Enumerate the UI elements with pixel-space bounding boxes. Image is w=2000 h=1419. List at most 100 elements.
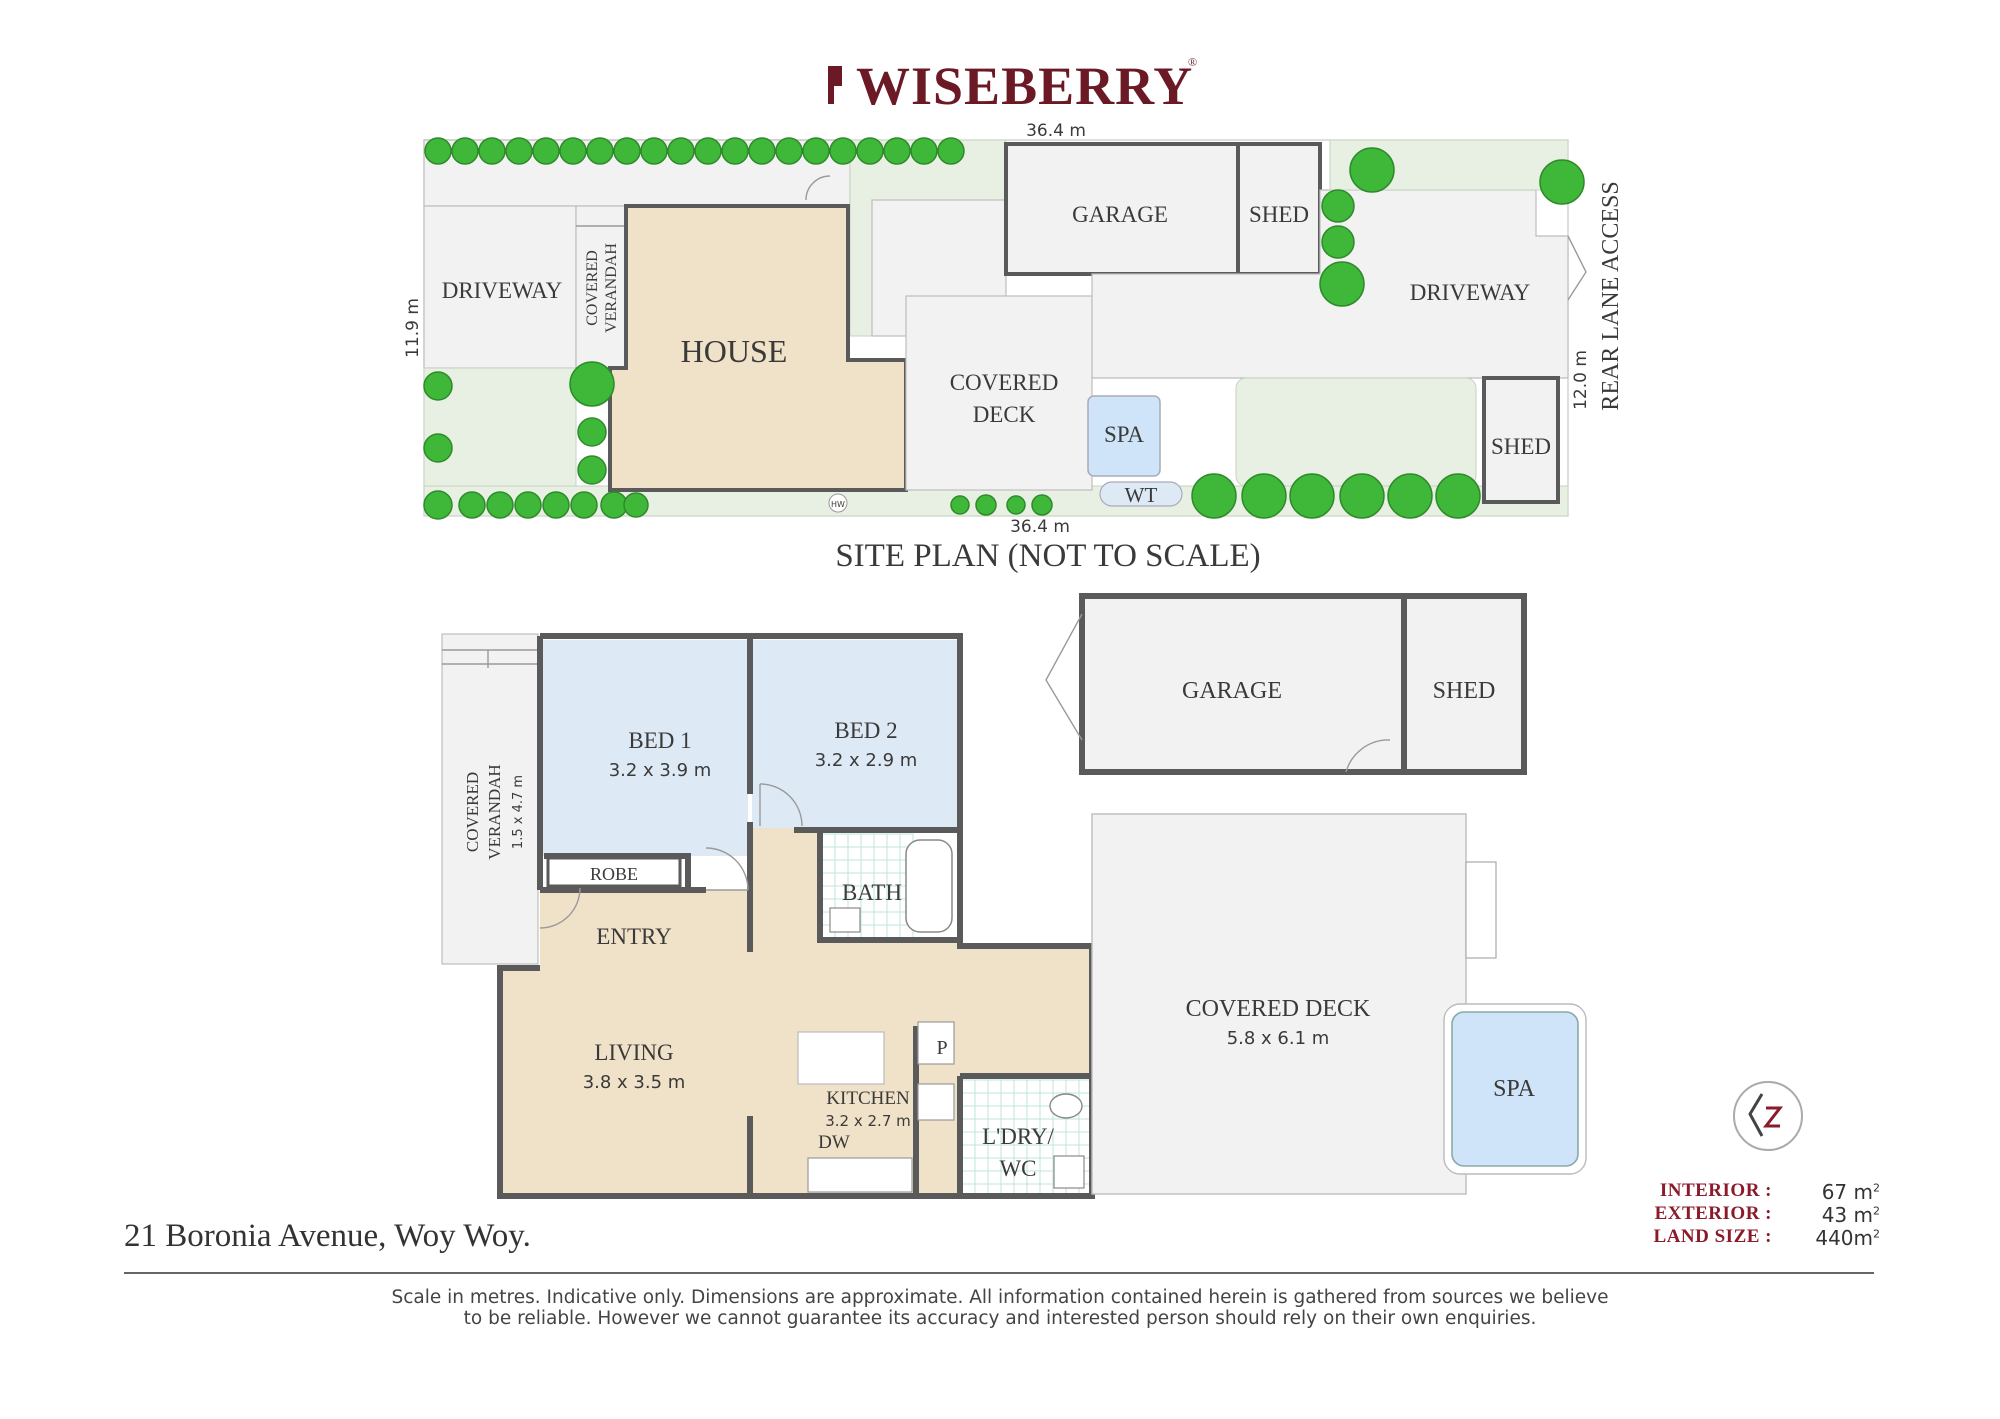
tree-icon [910,137,938,165]
label-hw: HW [831,500,845,509]
shed-rear-site [1482,376,1560,504]
rear-lawn [1235,377,1477,487]
spa-site [1087,395,1161,477]
tree-icon [883,137,911,165]
label-bed2-dims: 3.2 x 2.9 m [815,750,918,771]
water-tank [1099,481,1183,507]
floor-tile [961,1105,976,1120]
floor-tile [1052,1131,1067,1146]
area-value: 67 m2 [1821,1180,1880,1204]
label-living: LIVING [594,1040,673,1065]
floor-tile [886,859,901,874]
tree-icon [532,137,560,165]
floor-tile [821,833,836,848]
shed-room [1401,593,1527,775]
tree-icon [1289,473,1335,519]
floor-tile [860,911,875,926]
label-robe: ROBE [590,864,638,884]
area-label: LAND SIZE : [1653,1226,1772,1247]
tree-icon [1321,189,1355,223]
toilet [1049,1093,1083,1119]
north-compass-icon [1733,1081,1803,1151]
tree-icon [975,494,997,516]
tree-icon [1387,473,1433,519]
bed2-room [752,640,958,828]
tree-icon [1339,473,1385,519]
tree-icon [577,455,607,485]
floor-tile [860,859,875,874]
floor-plan: BED 1 3.2 x 3.9 m BED 2 3.2 x 2.9 m ROBE… [441,593,1587,1199]
floor-tile [961,1170,976,1185]
label-wt: WT [1125,483,1158,507]
verandah-room [441,633,539,965]
label-verandah-1: COVERED [584,250,601,326]
floor-tile [1026,1092,1041,1107]
tree-icon [1241,473,1287,519]
pantry [917,1021,955,1065]
area-row-interior: INTERIOR : 67 m2 [1650,1180,1880,1204]
tree-icon [937,137,965,165]
floor-tile [1000,1105,1015,1120]
floor-tile [847,846,862,861]
floor-tile [1000,1079,1015,1094]
tree-icon [1349,147,1395,193]
label-dw: DW [818,1132,850,1153]
floor-tile [821,885,836,900]
tree-icon [600,491,628,519]
floor-tile [886,924,901,939]
wiseberry-logo: WISEBERRY ® [828,55,1197,116]
floor-tile [821,872,836,887]
label-driveway-front: DRIVEWAY [442,278,563,303]
floor-tile [886,911,901,926]
floor-tile [821,859,836,874]
dim-top: 36.4 m [1026,121,1086,141]
floor-tile [1039,1157,1054,1172]
floor-tile [961,1144,976,1159]
area-value: 440m2 [1815,1226,1880,1250]
tree-icon [505,137,533,165]
label-verandah-floor-1: COVERED [463,772,482,852]
label-spa-site: SPA [1104,422,1144,447]
tree-icon [424,137,452,165]
floor-tile [821,846,836,861]
tree-icon [577,417,607,447]
floor-tile [847,859,862,874]
tree-icon [423,371,453,401]
tree-icon [458,491,486,519]
area-label: INTERIOR : [1659,1180,1772,1201]
floor-tile [834,846,849,861]
floor-tile [961,1079,976,1094]
floor-tile [1013,1079,1028,1094]
floor-tile [860,924,875,939]
bathtub [905,839,953,933]
laundry-tub [1053,1155,1085,1189]
robe [546,856,682,888]
floor-tile [974,1079,989,1094]
covered-deck-site [905,295,1093,491]
kitchen-sink [807,1157,913,1193]
tree-icon [623,492,649,518]
tree-icon [1191,473,1237,519]
label-spa: SPA [1493,1076,1535,1102]
disclaimer-line-1: Scale in metres. Indicative only. Dimens… [391,1287,1609,1308]
label-garage-site: GARAGE [1072,202,1168,227]
bath-vanity [829,907,861,933]
tree-icon [829,137,857,165]
label-garage: GARAGE [1182,678,1282,704]
floor-tile [1026,1079,1041,1094]
floor-tile [873,924,888,939]
tree-icon [802,137,830,165]
label-deck-dims: 5.8 x 6.1 m [1227,1028,1330,1049]
property-address: 21 Boronia Avenue, Woy Woy. [124,1218,531,1254]
hot-water-unit [828,493,848,513]
area-value: 43 m2 [1821,1203,1880,1227]
floor-tile [886,846,901,861]
floor-tile [961,1118,976,1133]
tree-icon [950,495,970,515]
floor-tile [961,1157,976,1172]
tree-icon [640,137,668,165]
tree-icon [721,137,749,165]
label-shed-rear: SHED [1491,434,1551,459]
floor-tile [987,1105,1002,1120]
